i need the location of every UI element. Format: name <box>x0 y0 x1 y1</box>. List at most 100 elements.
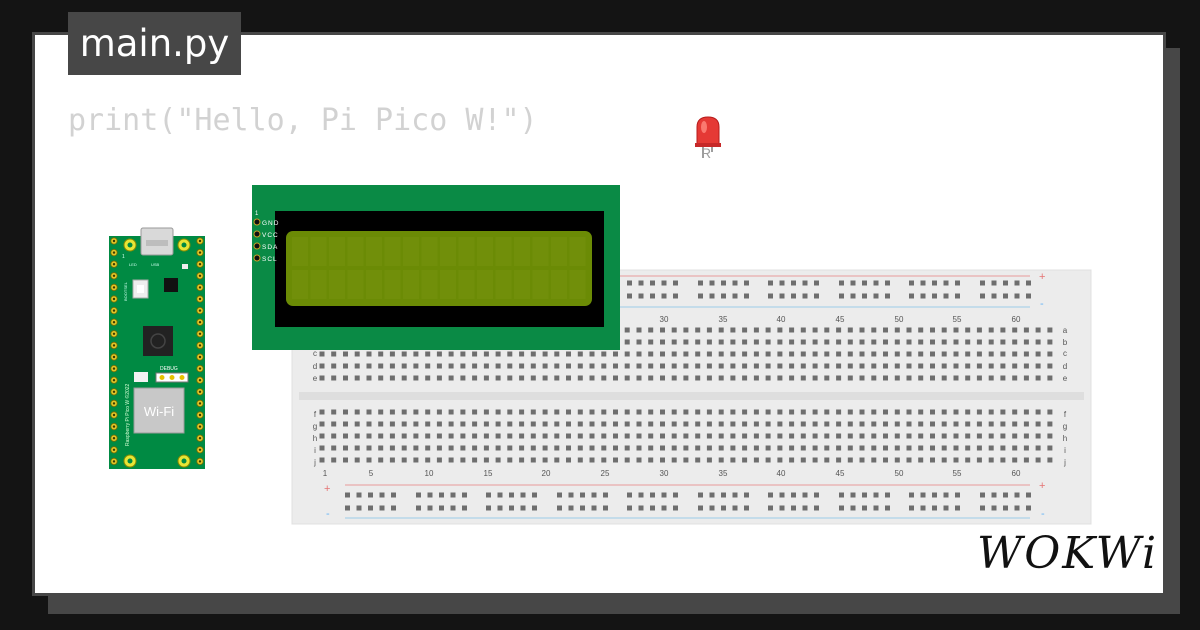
breadboard-hole[interactable] <box>718 457 724 463</box>
breadboard-hole[interactable] <box>483 445 489 451</box>
breadboard-hole[interactable] <box>354 351 360 357</box>
breadboard-hole[interactable] <box>789 457 795 463</box>
breadboard-hole[interactable] <box>988 339 994 345</box>
breadboard-hole[interactable] <box>636 363 642 369</box>
breadboard-hole[interactable] <box>930 433 935 439</box>
breadboard-hole[interactable] <box>460 421 466 427</box>
breadboard-hole[interactable] <box>636 351 642 357</box>
breadboard-hole[interactable] <box>721 280 726 286</box>
breadboard-hole[interactable] <box>918 339 924 345</box>
breadboard-hole[interactable] <box>847 375 853 381</box>
breadboard-hole[interactable] <box>507 375 513 381</box>
breadboard-hole[interactable] <box>918 363 924 369</box>
breadboard-hole[interactable] <box>953 339 959 345</box>
breadboard-hole[interactable] <box>836 351 842 357</box>
breadboard-hole[interactable] <box>906 409 912 415</box>
breadboard-hole[interactable] <box>742 457 748 463</box>
breadboard-hole[interactable] <box>319 445 325 451</box>
breadboard-hole[interactable] <box>836 409 842 415</box>
breadboard-hole[interactable] <box>777 351 783 357</box>
breadboard-hole[interactable] <box>953 351 959 357</box>
breadboard-hole[interactable] <box>906 363 912 369</box>
breadboard-hole[interactable] <box>577 457 583 463</box>
breadboard-hole[interactable] <box>448 351 454 357</box>
breadboard-hole[interactable] <box>709 293 715 299</box>
breadboard-hole[interactable] <box>589 433 595 439</box>
breadboard-hole[interactable] <box>894 327 900 333</box>
breadboard-hole[interactable] <box>871 409 877 415</box>
breadboard-hole[interactable] <box>920 280 926 286</box>
breadboard-hole[interactable] <box>976 339 982 345</box>
breadboard-hole[interactable] <box>873 492 879 498</box>
breadboard-hole[interactable] <box>777 327 783 333</box>
breadboard-hole[interactable] <box>1047 363 1053 369</box>
breadboard-hole[interactable] <box>507 457 513 463</box>
breadboard-hole[interactable] <box>648 457 654 463</box>
breadboard-hole[interactable] <box>462 505 467 511</box>
breadboard-hole[interactable] <box>542 445 548 451</box>
breadboard-hole[interactable] <box>589 409 595 415</box>
breadboard-hole[interactable] <box>765 433 771 439</box>
breadboard-hole[interactable] <box>425 457 431 463</box>
breadboard-hole[interactable] <box>976 351 982 357</box>
breadboard-hole[interactable] <box>530 363 536 369</box>
breadboard-hole[interactable] <box>765 409 771 415</box>
breadboard-hole[interactable] <box>379 505 385 511</box>
breadboard-hole[interactable] <box>871 339 877 345</box>
breadboard-hole[interactable] <box>918 327 924 333</box>
breadboard-hole[interactable] <box>742 433 748 439</box>
breadboard-hole[interactable] <box>542 409 548 415</box>
breadboard-hole[interactable] <box>742 339 748 345</box>
breadboard-hole[interactable] <box>436 375 442 381</box>
breadboard-hole[interactable] <box>601 409 607 415</box>
breadboard-hole[interactable] <box>507 351 513 357</box>
breadboard-hole[interactable] <box>427 505 433 511</box>
breadboard-hole[interactable] <box>836 445 842 451</box>
breadboard-hole[interactable] <box>918 351 924 357</box>
breadboard-hole[interactable] <box>802 280 808 286</box>
breadboard-hole[interactable] <box>906 457 912 463</box>
breadboard-hole[interactable] <box>673 293 678 299</box>
breadboard-hole[interactable] <box>671 327 677 333</box>
breadboard-hole[interactable] <box>906 445 912 451</box>
breadboard-hole[interactable] <box>1047 445 1053 451</box>
breadboard-hole[interactable] <box>1023 339 1029 345</box>
breadboard-hole[interactable] <box>472 433 478 439</box>
breadboard-hole[interactable] <box>601 351 607 357</box>
breadboard-hole[interactable] <box>906 339 912 345</box>
breadboard-hole[interactable] <box>976 421 982 427</box>
breadboard-hole[interactable] <box>847 433 853 439</box>
breadboard-hole[interactable] <box>448 433 454 439</box>
breadboard-hole[interactable] <box>519 351 525 357</box>
breadboard-hole[interactable] <box>765 421 771 427</box>
breadboard-hole[interactable] <box>624 327 630 333</box>
breadboard-hole[interactable] <box>660 327 665 333</box>
breadboard-hole[interactable] <box>1047 339 1053 345</box>
breadboard-hole[interactable] <box>648 445 654 451</box>
breadboard-hole[interactable] <box>777 457 783 463</box>
breadboard-hole[interactable] <box>976 409 982 415</box>
lcd-display[interactable]: 1 GND VCC SDA SCL <box>252 185 620 350</box>
breadboard-hole[interactable] <box>765 351 771 357</box>
breadboard-hole[interactable] <box>753 351 759 357</box>
breadboard-hole[interactable] <box>695 363 701 369</box>
breadboard-hole[interactable] <box>683 327 689 333</box>
breadboard-hole[interactable] <box>1014 280 1020 286</box>
breadboard-hole[interactable] <box>1000 445 1006 451</box>
breadboard-hole[interactable] <box>425 375 431 381</box>
breadboard-hole[interactable] <box>636 375 642 381</box>
breadboard-hole[interactable] <box>613 445 618 451</box>
breadboard-hole[interactable] <box>613 433 618 439</box>
breadboard-hole[interactable] <box>789 339 795 345</box>
breadboard-hole[interactable] <box>566 409 571 415</box>
breadboard-hole[interactable] <box>836 375 842 381</box>
breadboard-hole[interactable] <box>991 293 997 299</box>
breadboard-hole[interactable] <box>566 457 571 463</box>
breadboard-hole[interactable] <box>448 421 454 427</box>
breadboard-hole[interactable] <box>850 505 856 511</box>
breadboard-hole[interactable] <box>589 363 595 369</box>
breadboard-hole[interactable] <box>800 421 806 427</box>
breadboard-hole[interactable] <box>871 375 877 381</box>
breadboard-hole[interactable] <box>941 339 947 345</box>
breadboard-hole[interactable] <box>930 457 935 463</box>
